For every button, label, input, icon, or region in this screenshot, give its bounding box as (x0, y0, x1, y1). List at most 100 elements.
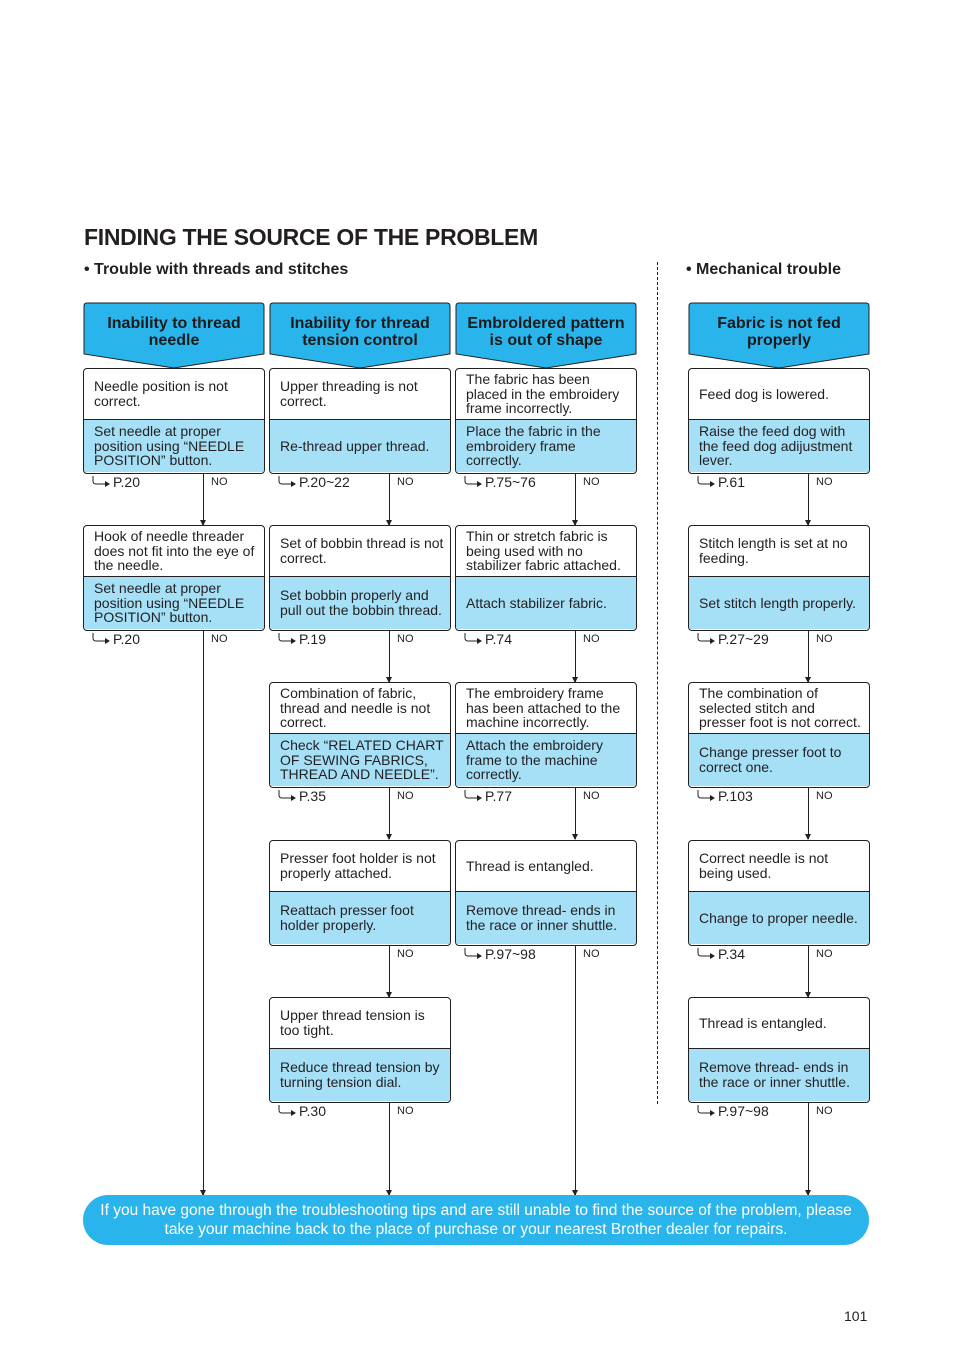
cause-text: Needle position is not correct. (84, 369, 264, 420)
reference-arrow-icon (278, 1105, 296, 1116)
reference-arrow-icon (697, 633, 715, 644)
page-reference: P.30 (277, 1103, 326, 1119)
reference-page: P.74 (485, 631, 512, 647)
remedy-text: Attach stabilizer fabric. (456, 577, 636, 629)
column-heading: Fabric is not fed properly (688, 302, 870, 372)
step-block: Feed dog is lowered. Raise the feed dog … (688, 368, 870, 526)
flow-arrow (386, 945, 392, 998)
step-block: Stitch length is set at no feeding. Set … (688, 525, 870, 683)
reference-page: P.61 (718, 474, 745, 490)
no-label: NO (583, 790, 600, 802)
page-number: 101 (844, 1308, 868, 1324)
no-label: NO (397, 790, 414, 802)
cause-text: Thread is entangled. (689, 998, 869, 1049)
flow-arrow (572, 630, 578, 683)
flow-arrow (386, 630, 392, 683)
flow-arrow (572, 945, 578, 1196)
step-block: Thread is entangled. Remove thread- ends… (688, 997, 870, 1196)
no-label: NO (583, 948, 600, 960)
remedy-text: Remove thread- ends in the race or inner… (689, 1049, 869, 1101)
heading-banner-shape (455, 302, 637, 369)
cause-text: Thin or stretch fabric is being used wit… (456, 526, 636, 577)
page-reference: P.27~29 (696, 631, 769, 647)
step-block: Presser foot holder is not properly atta… (269, 840, 451, 998)
page-reference: P.20~22 (277, 474, 350, 490)
step-block: Thin or stretch fabric is being used wit… (455, 525, 637, 683)
step-block: Correct needle is not being used. Change… (688, 840, 870, 998)
cause-text: Feed dog is lowered. (689, 369, 869, 420)
flow-arrow (200, 473, 206, 526)
reference-arrow-icon (464, 633, 482, 644)
cause-text: Upper threading is not correct. (270, 369, 450, 420)
step-block: Hook of needle threader does not fit int… (83, 525, 265, 1196)
step-block: Upper thread tension is too tight. Reduc… (269, 997, 451, 1196)
remedy-text: Reduce thread tension by turning tension… (270, 1049, 450, 1101)
reference-arrow-icon (464, 948, 482, 959)
flow-arrow (805, 787, 811, 840)
reference-arrow-icon (278, 790, 296, 801)
step-block: The combination of selected stitch and p… (688, 682, 870, 840)
reference-page: P.19 (299, 631, 326, 647)
heading-line-1: Inability for thread (290, 315, 430, 332)
page-reference: P.77 (463, 788, 512, 804)
remedy-text: Set bobbin properly and pull out the bob… (270, 577, 450, 629)
page-reference: P.20 (91, 631, 140, 647)
no-label: NO (583, 633, 600, 645)
heading-line-2: needle (148, 332, 200, 349)
reference-page: P.27~29 (718, 631, 769, 647)
no-label: NO (816, 948, 833, 960)
cause-text: Stitch length is set at no feeding. (689, 526, 869, 577)
cause-text: Correct needle is not being used. (689, 841, 869, 892)
reference-page: P.30 (299, 1103, 326, 1119)
column-heading: Inability for thread tension control (269, 302, 451, 372)
cause-text: The combination of selected stitch and p… (689, 683, 869, 734)
no-label: NO (211, 633, 228, 645)
remedy-text: Attach the embroidery frame to the machi… (456, 734, 636, 786)
reference-arrow-icon (92, 633, 110, 644)
no-label: NO (816, 790, 833, 802)
column-heading: Embroldered pattern is out of shape (455, 302, 637, 372)
step-block: Thread is entangled. Remove thread- ends… (455, 840, 637, 1196)
cause-text: Set of bobbin thread is not correct. (270, 526, 450, 577)
reference-page: P.20 (113, 631, 140, 647)
section-divider (657, 262, 658, 1104)
flow-arrow (805, 1102, 811, 1196)
remedy-text: Raise the feed dog with the feed dog adi… (689, 420, 869, 472)
page-reference: P.61 (696, 474, 745, 490)
cause-text: Combination of fabric, thread and needle… (270, 683, 450, 734)
cause-text: Presser foot holder is not properly atta… (270, 841, 450, 892)
page-reference: P.97~98 (463, 946, 536, 962)
flow-column-thread-needle: Inability to thread needle Needle positi… (83, 302, 265, 1196)
reference-arrow-icon (697, 1105, 715, 1116)
flow-arrow (386, 473, 392, 526)
step-block: The fabric has been placed in the embroi… (455, 368, 637, 526)
page-reference: P.74 (463, 631, 512, 647)
flow-arrow (200, 630, 206, 1196)
cause-text: The fabric has been placed in the embroi… (456, 369, 636, 420)
reference-arrow-icon (278, 633, 296, 644)
flow-arrow (805, 945, 811, 998)
remedy-text: Set needle at proper position using “NEE… (84, 420, 264, 472)
no-label: NO (397, 633, 414, 645)
reference-arrow-icon (464, 790, 482, 801)
remedy-text: Reattach presser foot holder properly. (270, 892, 450, 944)
remedy-text: Place the fabric in the embroidery frame… (456, 420, 636, 472)
flow-arrow (386, 787, 392, 840)
heading-line-2: tension control (302, 332, 418, 349)
reference-arrow-icon (697, 790, 715, 801)
section-heading-threads: • Trouble with threads and stitches (84, 261, 349, 278)
cause-text: Hook of needle threader does not fit int… (84, 526, 264, 577)
heading-line-1: Fabric is not fed (717, 315, 841, 332)
page-reference: P.103 (696, 788, 753, 804)
page-reference: P.19 (277, 631, 326, 647)
column-heading: Inability to thread needle (83, 302, 265, 372)
step-block: Needle position is not correct. Set need… (83, 368, 265, 526)
reference-arrow-icon (464, 476, 482, 487)
flow-column-fabric-feed: Fabric is not fed properly Feed dog is l… (688, 302, 870, 1196)
heading-banner-shape (83, 302, 265, 369)
reference-page: P.35 (299, 788, 326, 804)
no-label: NO (397, 476, 414, 488)
reference-arrow-icon (697, 476, 715, 487)
reference-page: P.75~76 (485, 474, 536, 490)
page-title: FINDING THE SOURCE OF THE PROBLEM (84, 224, 538, 250)
